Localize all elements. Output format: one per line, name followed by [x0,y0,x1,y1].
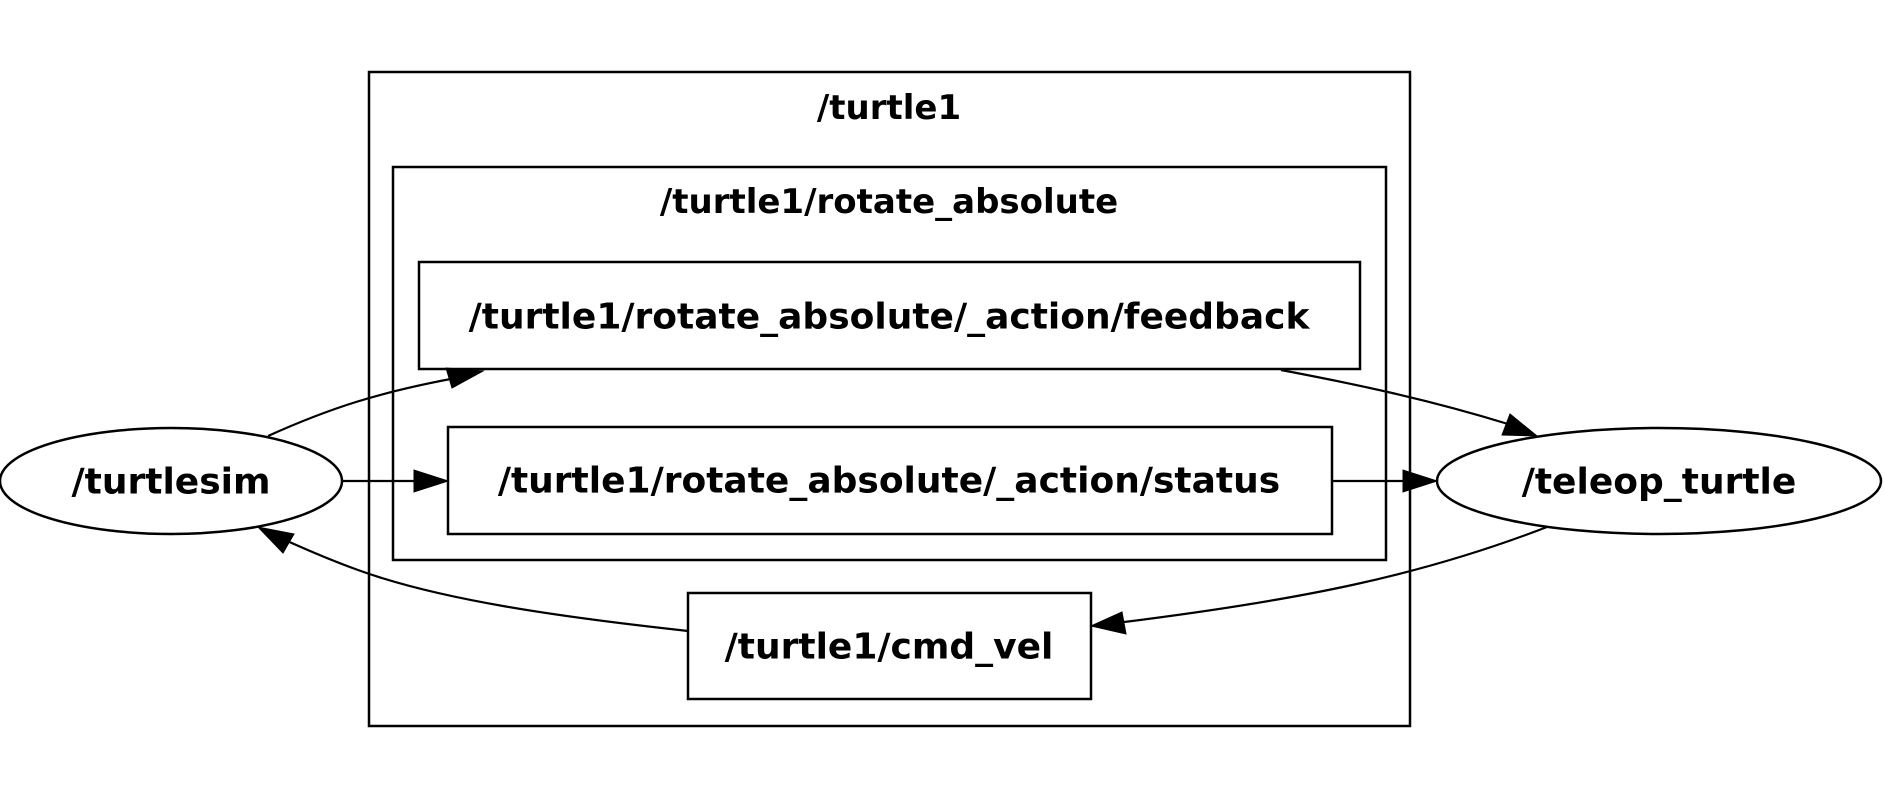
node-status-label: /turtle1/rotate_absolute/_action/status [498,461,1280,502]
cluster-rotate-absolute-label: /turtle1/rotate_absolute [660,182,1118,222]
edge-turtlesim-to-feedback [267,376,457,438]
edge-feedback-to-teleop [1280,368,1509,426]
node-feedback-label: /turtle1/rotate_absolute/_action/feedbac… [469,297,1311,338]
node-status-topic[interactable]: /turtle1/rotate_absolute/_action/status [446,425,1334,536]
node-feedback-topic[interactable]: /turtle1/rotate_absolute/_action/feedbac… [417,260,1362,371]
edge-feedback-to-teleop-arrowhead [1501,413,1539,437]
cluster-rotate-absolute: /turtle1/rotate_absolute [391,165,1388,562]
node-turtlesim-label: /turtlesim [72,462,271,503]
edge-teleop-to-cmd-vel [1123,525,1548,624]
node-teleop-turtle[interactable]: /teleop_turtle [1435,426,1883,536]
edge-turtlesim-to-status-arrowhead [413,469,450,493]
edge-turtlesim-to-feedback-arrowhead [445,367,485,389]
node-cmd-vel-box [686,591,1093,701]
node-teleop-turtle-label: /teleop_turtle [1522,462,1797,503]
node-cmd-vel-label: /turtle1/cmd_vel [725,627,1054,668]
cluster-turtle1-label: /turtle1 [817,88,961,128]
edge-cmd-vel-to-turtlesim [284,538,689,633]
edge-cmd-vel-to-turtlesim-arrowhead [256,526,295,554]
node-feedback-box [417,260,1362,371]
node-turtlesim-ellipse [0,426,344,536]
edge-status-to-teleop-arrowhead [1402,469,1439,493]
node-turtlesim[interactable]: /turtlesim [0,426,344,536]
cluster-rotate-absolute-frame [391,165,1388,562]
node-cmd-vel-topic[interactable]: /turtle1/cmd_vel [686,591,1093,701]
edge-teleop-to-cmd-vel-arrowhead [1089,611,1127,635]
edges [256,367,1548,635]
